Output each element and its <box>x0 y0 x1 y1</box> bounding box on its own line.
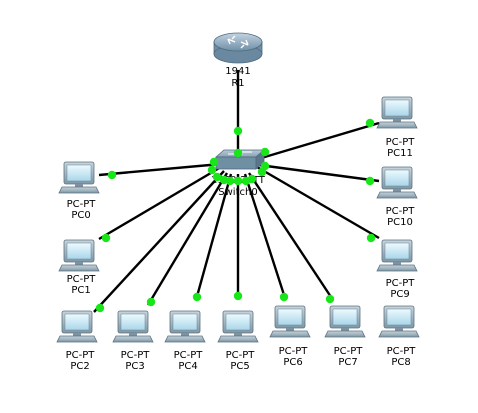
link-pc6-switch0[interactable] <box>243 173 287 299</box>
pc-icon <box>269 305 311 338</box>
pc-name-label: PC7 <box>338 357 357 368</box>
port-status-pc4-device <box>192 292 202 302</box>
router-icon <box>213 32 263 64</box>
pc-model-label: PC-PT <box>386 206 416 217</box>
port-status-pc2-device <box>95 303 105 313</box>
pc-model-label: PC-PT <box>386 137 416 148</box>
router-model-label: 1941 <box>225 66 250 77</box>
pc-name-label: PC10 <box>387 217 413 228</box>
port-status-pc0-device <box>107 170 117 180</box>
pc-name-label: PC9 <box>390 289 409 300</box>
port-status-pc11-device <box>365 118 375 128</box>
link-pc4-switch0[interactable] <box>194 173 233 301</box>
pc-icon <box>376 166 418 199</box>
port-status-pc10-switch <box>260 161 270 171</box>
link-pc3-switch0[interactable] <box>146 172 229 306</box>
pc-model-label: PC-PT <box>279 346 309 357</box>
pc-icon <box>378 305 420 338</box>
port-status-pc6-device <box>279 292 289 302</box>
pc-name-label: PC4 <box>178 361 197 372</box>
pc-icon <box>217 310 259 343</box>
pc-icon <box>376 96 418 129</box>
pc-icon <box>164 310 206 343</box>
pc-name-label: PC6 <box>283 357 302 368</box>
pc-model-label: PC-PT <box>334 346 364 357</box>
port-status-pc7-device <box>325 294 335 304</box>
pc-icon <box>56 310 98 343</box>
pc-name-label: PC1 <box>71 285 90 296</box>
pc-model-label: PC-PT <box>387 346 417 357</box>
pc-icon <box>324 305 366 338</box>
pc-icon <box>58 161 100 194</box>
port-status-pc9-device <box>366 233 376 243</box>
port-status-pc5-switch <box>233 176 243 186</box>
link-pc0-switch0[interactable] <box>98 162 222 177</box>
link-pc11-switch0[interactable] <box>257 121 380 161</box>
port-status-pc7-switch <box>247 174 257 184</box>
pc-name-label: PC0 <box>71 210 90 221</box>
pc-name-label: PC5 <box>230 361 249 372</box>
link-pc9-switch0[interactable] <box>256 165 380 240</box>
switch-name-label: Switch0 <box>218 187 257 198</box>
port-status-pc10-device <box>365 176 375 186</box>
link-pc1-switch0[interactable] <box>98 165 222 241</box>
pc-name-label: PC3 <box>125 361 144 372</box>
pc-name-label: PC2 <box>70 361 89 372</box>
router-name-label: R1 <box>231 78 244 89</box>
link-pc2-switch0[interactable] <box>93 170 225 313</box>
link-pc10-switch0[interactable] <box>258 163 380 183</box>
port-status-pc3-device <box>146 297 156 307</box>
pc-model-label: PC-PT <box>121 350 151 361</box>
pc-model-label: PC-PT <box>67 274 97 285</box>
port-status-pc2-switch <box>212 172 222 182</box>
links-layer <box>93 70 380 313</box>
port-status-pc0-switch <box>209 157 219 167</box>
pc-model-label: PC-PT <box>66 350 96 361</box>
pc-model-label: PC-PT <box>226 350 256 361</box>
pc-icon <box>58 239 100 272</box>
port-status-pc1-device <box>101 233 111 243</box>
pc-icon <box>376 239 418 272</box>
nodes-layer: PC-PTPC0PC-PTPC1PC-PTPC2PC-PTPC3PC-PTPC4… <box>56 32 420 372</box>
port-status-pc4-switch <box>225 176 235 186</box>
link-pc7-switch0[interactable] <box>247 172 335 301</box>
pc-model-label: PC-PT <box>174 350 204 361</box>
pc-name-label: PC8 <box>391 357 410 368</box>
port-status-pc5-device <box>233 291 243 301</box>
pc-name-label: PC11 <box>387 148 413 159</box>
port-status-pc1-switch <box>207 165 217 175</box>
pc-model-label: PC-PT <box>386 278 416 289</box>
pc-icon <box>112 310 154 343</box>
port-status-r1-device <box>233 126 243 136</box>
pc-model-label: PC-PT <box>67 199 97 210</box>
port-status-pc11-switch <box>260 147 270 157</box>
port-status-r1-switch <box>233 148 243 158</box>
